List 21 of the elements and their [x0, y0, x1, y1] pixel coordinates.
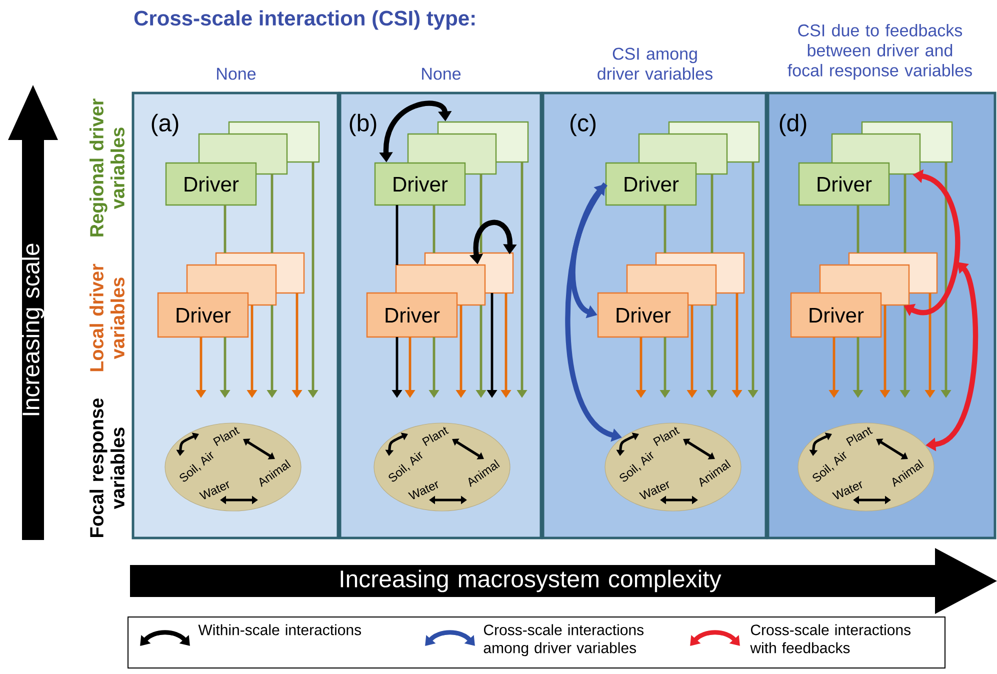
column-heading: None	[217, 68, 256, 80]
axis-label: Increasing macrosystem complexity	[340, 570, 722, 592]
driver-box: Driver	[165, 162, 257, 206]
driver-box: Driver	[605, 162, 697, 206]
driver-box: Driver	[157, 292, 249, 338]
legend-text: Within-scale interactions	[198, 624, 362, 636]
column-heading: CSI among driver variables	[598, 48, 712, 80]
driver-box: Driver	[597, 292, 689, 338]
column-heading: CSI due to feedbacks between driver and focal response variables	[788, 24, 972, 80]
scale-label: Regional driver variables	[90, 98, 124, 236]
scale-label: Focal response variables	[90, 398, 124, 537]
driver-box: Driver	[798, 162, 890, 206]
title: Cross-scale interaction (CSI) type:	[134, 10, 475, 30]
legend-text: Cross-scale interactions with feedbacks	[750, 624, 910, 654]
driver-box: Driver	[366, 292, 458, 338]
axis-label: Increasing scale	[22, 244, 44, 416]
legend-text: Cross-scale interactions among driver variables	[484, 624, 644, 656]
column-heading: None	[422, 68, 461, 80]
driver-box: Driver	[374, 162, 466, 206]
driver-box: Driver	[790, 292, 882, 338]
scale-label: Local driver variables	[90, 264, 124, 372]
